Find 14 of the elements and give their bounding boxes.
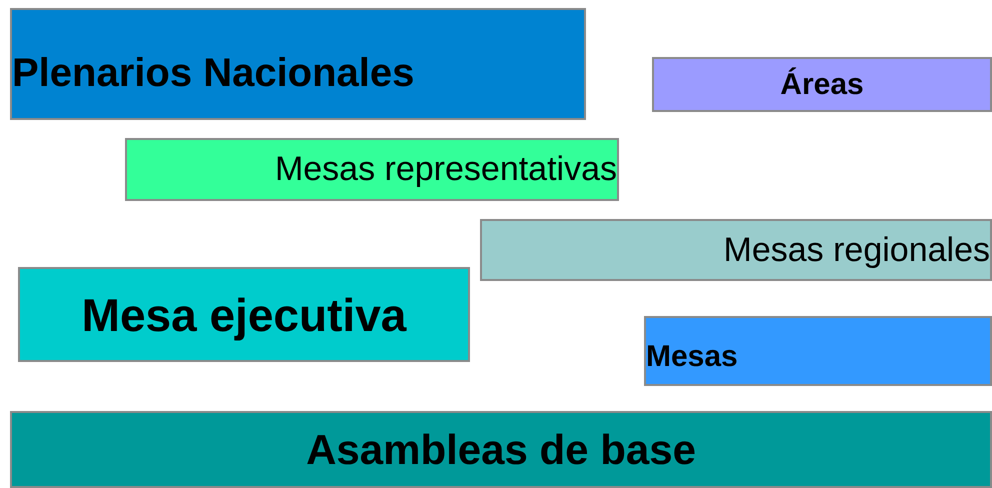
label-box xyxy=(10,411,992,488)
box-label: Asambleas de base xyxy=(306,426,696,474)
label-box xyxy=(18,267,470,362)
box-label: Mesas representativas xyxy=(274,150,617,189)
label-box xyxy=(10,8,586,120)
box-label: Mesas xyxy=(646,340,738,374)
label-box xyxy=(125,138,619,201)
box-label: Plenarios Nacionales xyxy=(12,50,414,96)
box-label: Mesa ejecutiva xyxy=(82,288,406,342)
label-box xyxy=(652,57,992,112)
box-label: Áreas xyxy=(780,68,864,102)
label-box xyxy=(644,316,992,386)
box-label: Mesas regionales xyxy=(724,230,990,270)
label-box xyxy=(480,219,992,281)
